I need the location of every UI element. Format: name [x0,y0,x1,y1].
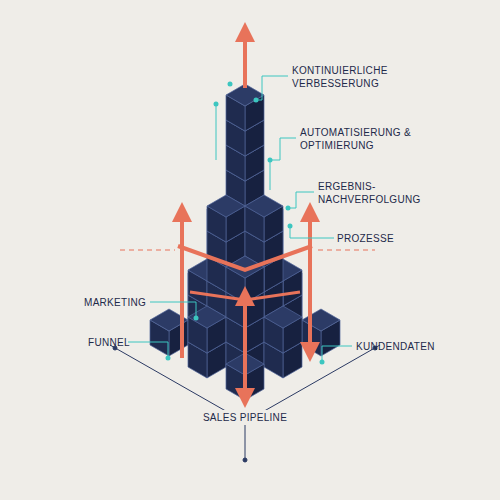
leader-dot [254,98,259,103]
callout-label: FUNNEL [88,336,148,349]
leader-line [128,342,168,358]
orange-band [178,246,312,270]
cube-face [245,195,283,217]
up-arrow [180,212,184,358]
callout-label: KONTINUIERLICHE VERBESSERUNG [292,64,410,90]
dashed-line [120,249,175,250]
leader-dot [320,360,325,365]
dashed-line [318,249,375,250]
callout-label: AUTOMATISIERUNG & OPTIMIERUNG [300,126,428,152]
leader-line [322,346,352,362]
leader-line [290,226,334,238]
corner-dot [243,458,247,462]
double-arrow [243,296,247,398]
cube-face [302,309,340,331]
leader-dot [228,82,233,87]
cube-face [188,306,226,328]
leader-lines [128,76,352,365]
cube-face [207,195,245,217]
leader-dot [288,224,293,229]
leader-line [288,192,314,208]
leader-line [256,76,288,100]
callout-label: ERGEBNIS- NACHVERFOLGUNG [318,180,428,206]
leader-line [216,104,217,160]
leader-line [270,160,271,190]
leader-dot [214,102,219,107]
up-arrow [243,32,247,88]
leader-line [270,138,296,160]
leader-dot [286,206,291,211]
callout-label: MARKETING [84,296,174,309]
cube-face [264,306,302,328]
leader-dot [194,316,199,321]
callout-label: SALES PIPELINE [200,410,290,425]
double-arrow [308,212,312,352]
callout-label: PROZESSE [337,232,427,245]
leader-dot [268,158,273,163]
ground-line [245,422,246,462]
callout-label: KUNDENDATEN [356,340,456,353]
leader-line [150,302,196,318]
leader-dot [166,356,171,361]
